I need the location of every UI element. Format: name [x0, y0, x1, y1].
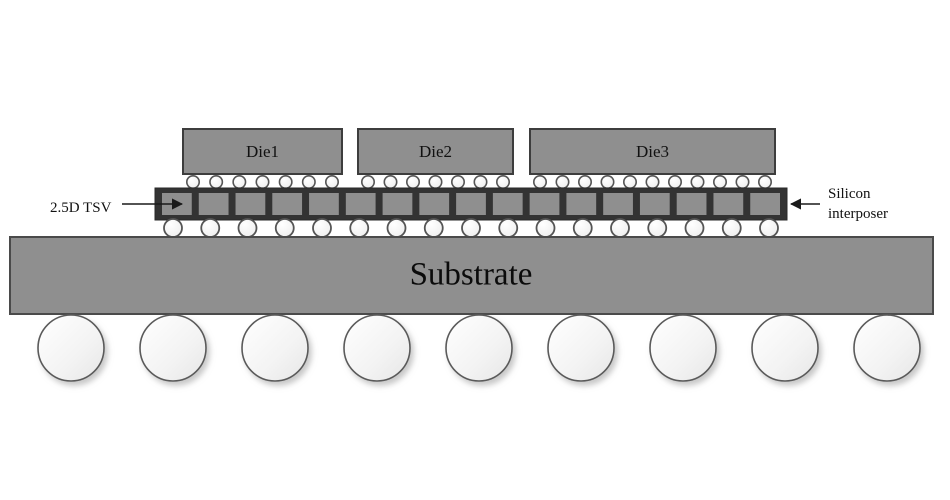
interposer-tsv-cells — [162, 193, 780, 215]
microbump-die-2-7 — [495, 175, 510, 190]
microbump-die-2-6 — [473, 175, 488, 190]
microbump-die-1-5 — [278, 175, 293, 190]
microbump-interposer-6 — [349, 218, 370, 238]
tsv-cell-3 — [235, 193, 266, 215]
silicon-interposer[interactable] — [154, 187, 788, 221]
microbump-interposer-15 — [684, 218, 705, 238]
solder-ball-9 — [853, 314, 921, 382]
die-1-body — [182, 128, 343, 175]
solder-ball-5 — [445, 314, 513, 382]
microbump-die-3-3 — [577, 175, 592, 190]
microbump-die-3-8 — [690, 175, 705, 190]
tsv-cell-16 — [713, 193, 744, 215]
interposer-microbump-row — [163, 218, 779, 238]
interposer-callout: Silicon interposer — [789, 186, 888, 222]
microbump-interposer-16 — [721, 218, 742, 238]
microbump-die-1-6 — [301, 175, 316, 190]
microbump-die-3-4 — [600, 175, 615, 190]
tsv-cell-12 — [566, 193, 597, 215]
solder-ball-7 — [649, 314, 717, 382]
microbump-die-2-2 — [383, 175, 398, 190]
microbump-die-3-1 — [532, 175, 547, 190]
solder-ball-2 — [139, 314, 207, 382]
microbump-interposer-11 — [535, 218, 556, 238]
microbump-die-1-2 — [209, 175, 224, 190]
substrate[interactable]: Substrate — [9, 236, 934, 315]
microbump-die-3-6 — [645, 175, 660, 190]
microbump-die-1-7 — [324, 175, 339, 190]
die-1-label: Die1 — [246, 142, 279, 161]
solder-ball-6 — [547, 314, 615, 382]
microbump-die-1-3 — [232, 175, 247, 190]
tsv-callout: 2.5D TSV — [50, 198, 184, 216]
tsv-cell-6 — [345, 193, 376, 215]
microbump-interposer-13 — [610, 218, 630, 238]
tsv-cell-4 — [272, 193, 303, 215]
substrate-label: Substrate — [410, 257, 533, 293]
interposer-callout-label-line2: interposer — [828, 206, 888, 222]
solder-ball-4 — [343, 314, 411, 382]
solder-ball-8 — [751, 314, 819, 382]
die-2[interactable]: Die2 — [357, 128, 514, 175]
die-3-body — [529, 128, 776, 175]
substrate-body — [9, 236, 934, 315]
tsv-cell-15 — [676, 193, 707, 215]
microbump-die-1-1 — [186, 175, 201, 190]
microbump-die-3-10 — [735, 175, 750, 190]
tsv-cell-10 — [492, 193, 523, 215]
microbump-interposer-9 — [461, 218, 481, 238]
microbump-interposer-17 — [759, 218, 779, 238]
microbump-die-2-1 — [360, 175, 375, 190]
die-1[interactable]: Die1 — [182, 128, 343, 175]
tsv-cell-14 — [639, 193, 670, 215]
die-microbump-row — [186, 175, 772, 190]
microbump-die-3-2 — [555, 175, 570, 190]
microbump-interposer-14 — [647, 218, 668, 238]
tsv-cell-13 — [603, 193, 633, 215]
microbump-die-3-11 — [757, 175, 772, 190]
tsv-cell-9 — [456, 193, 486, 215]
die-3-label: Die3 — [636, 142, 669, 161]
microbump-interposer-7 — [386, 218, 407, 238]
microbump-die-3-7 — [667, 175, 682, 190]
microbump-die-2-5 — [450, 175, 465, 190]
microbump-interposer-3 — [237, 218, 258, 238]
microbump-interposer-10 — [498, 218, 519, 238]
microbump-interposer-4 — [274, 218, 295, 238]
tsv-callout-label: 2.5D TSV — [50, 200, 112, 216]
die-2-label: Die2 — [419, 142, 452, 161]
solder-ball-row — [37, 314, 921, 382]
microbump-interposer-1 — [163, 218, 183, 238]
tsv-cell-8 — [419, 193, 450, 215]
microbump-die-1-4 — [255, 175, 270, 190]
tsv-cell-17 — [750, 193, 780, 215]
tsv-cell-11 — [529, 193, 560, 215]
microbump-die-2-4 — [428, 175, 443, 190]
interposer-callout-label-line1: Silicon — [828, 186, 871, 202]
solder-ball-3 — [241, 314, 309, 382]
microbump-interposer-5 — [312, 218, 332, 238]
tsv-cell-7 — [382, 193, 413, 215]
microbump-interposer-12 — [572, 218, 593, 238]
die-group: Die1 Die2 Die3 — [182, 128, 776, 175]
microbump-die-2-3 — [405, 175, 420, 190]
microbump-interposer-8 — [423, 218, 444, 238]
microbump-die-3-9 — [712, 175, 727, 190]
microbump-interposer-2 — [200, 218, 221, 238]
die-3[interactable]: Die3 — [529, 128, 776, 175]
tsv-cell-5 — [309, 193, 339, 215]
die-2-body — [357, 128, 514, 175]
solder-ball-1 — [37, 314, 105, 382]
tsv-cell-2 — [198, 193, 229, 215]
microbump-die-3-5 — [622, 175, 637, 190]
